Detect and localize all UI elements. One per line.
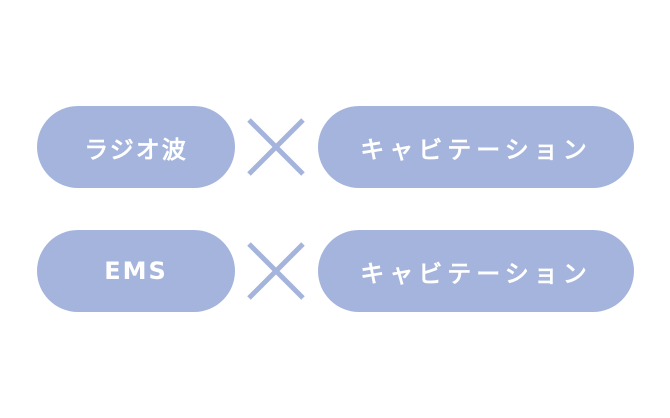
treatment-label: EMS xyxy=(104,257,168,285)
treatment-pill-radio-frequency: ラジオ波 xyxy=(37,106,235,188)
treatment-label: キャビテーション xyxy=(360,259,592,288)
combination-row-2: EMS キャビテーション xyxy=(0,230,670,312)
combination-row-1: ラジオ波 キャビテーション xyxy=(0,106,670,188)
treatment-pill-cavitation: キャビテーション xyxy=(318,230,634,312)
treatment-label: キャビテーション xyxy=(360,135,592,164)
treatment-label: ラジオ波 xyxy=(84,135,188,164)
multiply-icon xyxy=(247,242,305,300)
treatment-pill-cavitation: キャビテーション xyxy=(318,106,634,188)
treatment-pill-ems: EMS xyxy=(37,230,235,312)
multiply-icon xyxy=(247,118,305,176)
